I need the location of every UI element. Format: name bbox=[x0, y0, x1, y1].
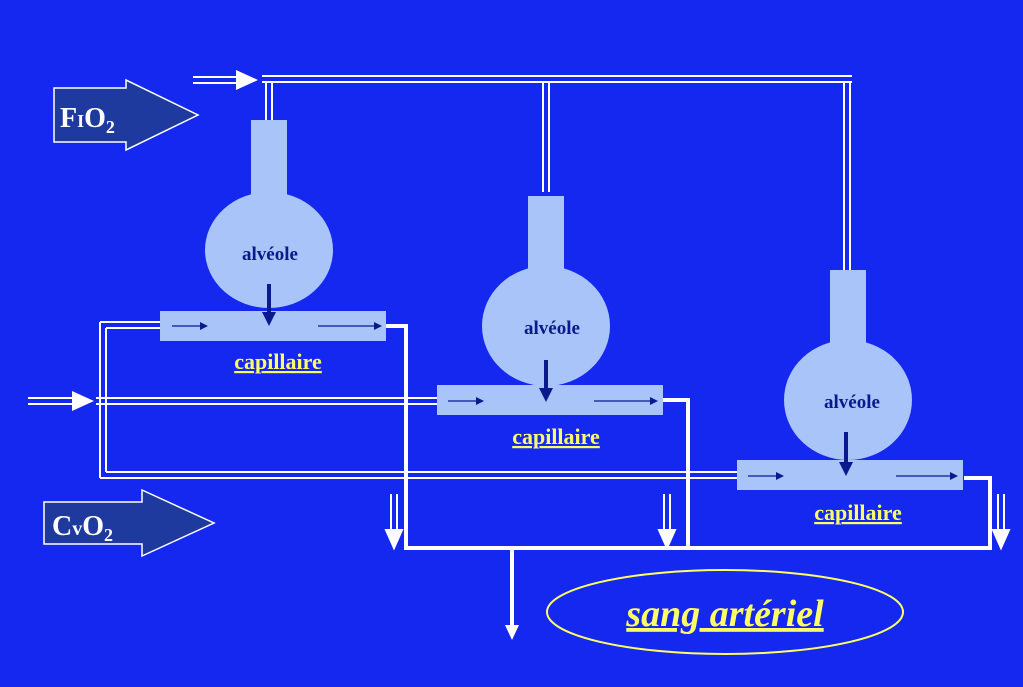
alveolo-capillary-unit-2: alvéole capillaire bbox=[437, 196, 663, 449]
cvo2-sub: 2 bbox=[104, 525, 113, 545]
alveolo-capillary-unit-3: alvéole capillaire bbox=[737, 270, 963, 525]
alveole-body bbox=[482, 266, 610, 386]
capillary-tube bbox=[737, 460, 963, 490]
alveole-body bbox=[205, 192, 333, 308]
gas-supply-pipes bbox=[193, 75, 852, 270]
venous-inlet-arrow bbox=[72, 391, 94, 411]
gas-inlet-arrow bbox=[236, 70, 258, 90]
arterial-outlet-arrow bbox=[505, 625, 519, 640]
fio2-main: O bbox=[84, 103, 106, 134]
alveole-label: alvéole bbox=[824, 392, 880, 413]
venous-supply-pipes bbox=[28, 321, 737, 479]
capillaire-label: capillaire bbox=[814, 500, 902, 525]
sang-arteriel-label: sang artériel bbox=[625, 593, 824, 635]
capillaire-label: capillaire bbox=[234, 349, 322, 374]
svg-text:FIO2: FIO2 bbox=[60, 103, 115, 137]
cvo2-sub-v: v bbox=[72, 518, 82, 540]
cvo2-badge: CvO2 bbox=[43, 488, 216, 558]
cvo2-main: O bbox=[82, 511, 104, 542]
alveole-body bbox=[784, 340, 912, 460]
capillary-tube bbox=[437, 385, 663, 415]
outflow-down-arrows bbox=[384, 494, 1011, 551]
fio2-prefix: F bbox=[60, 103, 77, 134]
fio2-badge: FIO2 bbox=[53, 78, 200, 152]
svg-text:CvO2: CvO2 bbox=[52, 511, 113, 545]
arterial-outflow-pipes bbox=[386, 324, 992, 625]
fio2-sub-i: I bbox=[77, 111, 84, 131]
cvo2-prefix: C bbox=[52, 511, 72, 542]
alveolo-capillary-unit-1: alvéole capillaire bbox=[160, 120, 386, 374]
fio2-sub: 2 bbox=[106, 117, 115, 137]
capillaire-label: capillaire bbox=[512, 424, 600, 449]
alveole-label: alvéole bbox=[524, 318, 580, 339]
alveole-label: alvéole bbox=[242, 244, 298, 265]
arterial-blood-badge: sang artériel bbox=[546, 569, 904, 655]
